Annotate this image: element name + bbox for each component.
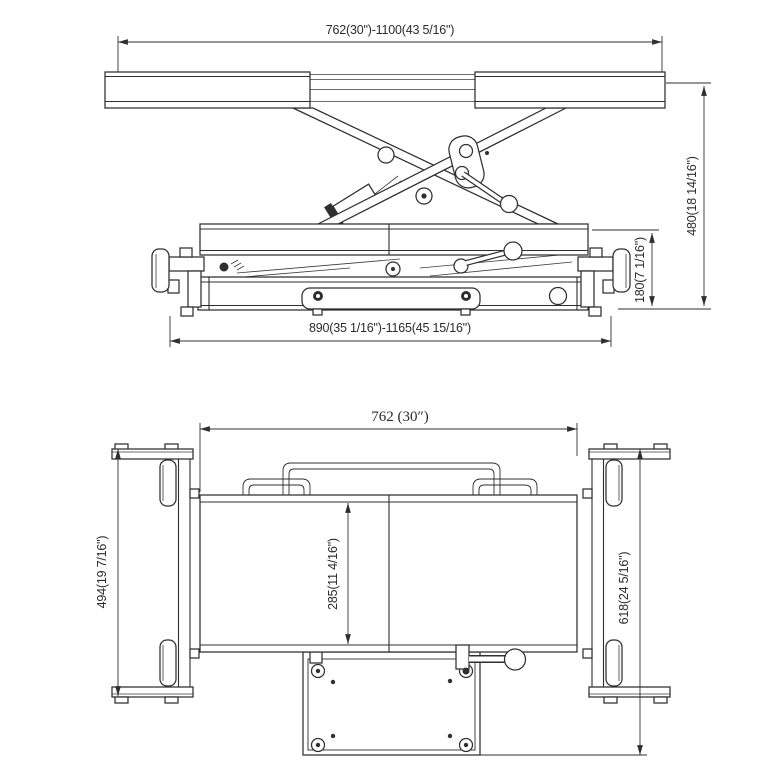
release-link-plate <box>448 135 489 189</box>
roller-assembly-right <box>577 247 631 317</box>
handle-pivot <box>453 258 469 274</box>
collapsed-linkage <box>219 241 573 278</box>
platform-top-view <box>199 494 578 653</box>
scissor-arm-ascending <box>317 107 567 225</box>
cover-bolt <box>313 291 323 301</box>
roller-wheel <box>612 248 631 293</box>
top-platform <box>104 71 666 109</box>
arm-pivot-hole <box>377 146 395 164</box>
plate-bolt <box>458 737 474 753</box>
corner-top-left <box>111 443 194 507</box>
side-view-drawing: 762(30")-1100(43 5/16") 480(18 14/16") 1… <box>104 23 711 347</box>
roller-wheel <box>605 639 623 687</box>
base-frame <box>197 276 589 316</box>
roller-wheel <box>605 459 623 507</box>
corner-top-right <box>588 443 671 507</box>
lift-pad-handles <box>242 462 538 502</box>
dim-label-platform-width: 762 (30″) <box>371 409 429 425</box>
plan-view-drawing: 762 (30″) 494(19 7/16") 285(11 4/16") 61… <box>95 409 671 756</box>
dim-label-platform-depth: 285(11 4/16") <box>326 538 340 610</box>
linkage-pin <box>219 262 229 272</box>
pump-handle <box>455 644 527 675</box>
dim-label-width-top: 762(30")-1100(43 5/16") <box>326 23 454 37</box>
dim-label-height-raised: 480(18 14/16") <box>685 156 699 236</box>
pump-base-plate <box>302 651 481 756</box>
plate-bolt <box>310 663 326 679</box>
side-view-dimensions: 762(30")-1100(43 5/16") 480(18 14/16") 1… <box>117 23 711 347</box>
corner-bottom-right <box>588 639 671 704</box>
handle-ball <box>503 241 523 261</box>
plate-bolt <box>310 737 326 753</box>
platform-extension-right <box>474 71 666 109</box>
handle-ball <box>499 194 519 214</box>
pump-bracket <box>309 651 323 664</box>
runway-rails <box>177 459 605 689</box>
corner-bottom-left <box>111 639 194 704</box>
dim-label-height-lowered: 180(7 1/16") <box>633 237 647 303</box>
platform-extension-left <box>104 71 311 109</box>
dim-label-overall-depth: 618(24 5/16") <box>617 552 631 625</box>
dim-label-width-base: 890(35 1/16")-1165(45 15/16") <box>309 321 471 335</box>
roller-wheel <box>151 248 170 293</box>
dim-label-depth-left: 494(19 7/16") <box>95 536 109 609</box>
platform-center-rails <box>310 74 475 102</box>
lowered-platform-beam <box>199 223 589 256</box>
lowered-handle <box>465 241 523 266</box>
scissor-mechanism <box>292 107 567 228</box>
base-hole <box>548 286 568 306</box>
roller-wheel <box>159 459 177 507</box>
center-pivot-pin <box>415 187 433 205</box>
release-handle <box>461 171 519 214</box>
handle-ball <box>503 648 527 671</box>
roller-assembly-left <box>151 247 205 317</box>
cover-bolt <box>461 291 471 301</box>
plan-view-dimensions: 762 (30″) 494(19 7/16") 285(11 4/16") 61… <box>95 409 647 756</box>
base-cover-plate <box>301 287 481 310</box>
roller-wheel <box>159 639 177 687</box>
